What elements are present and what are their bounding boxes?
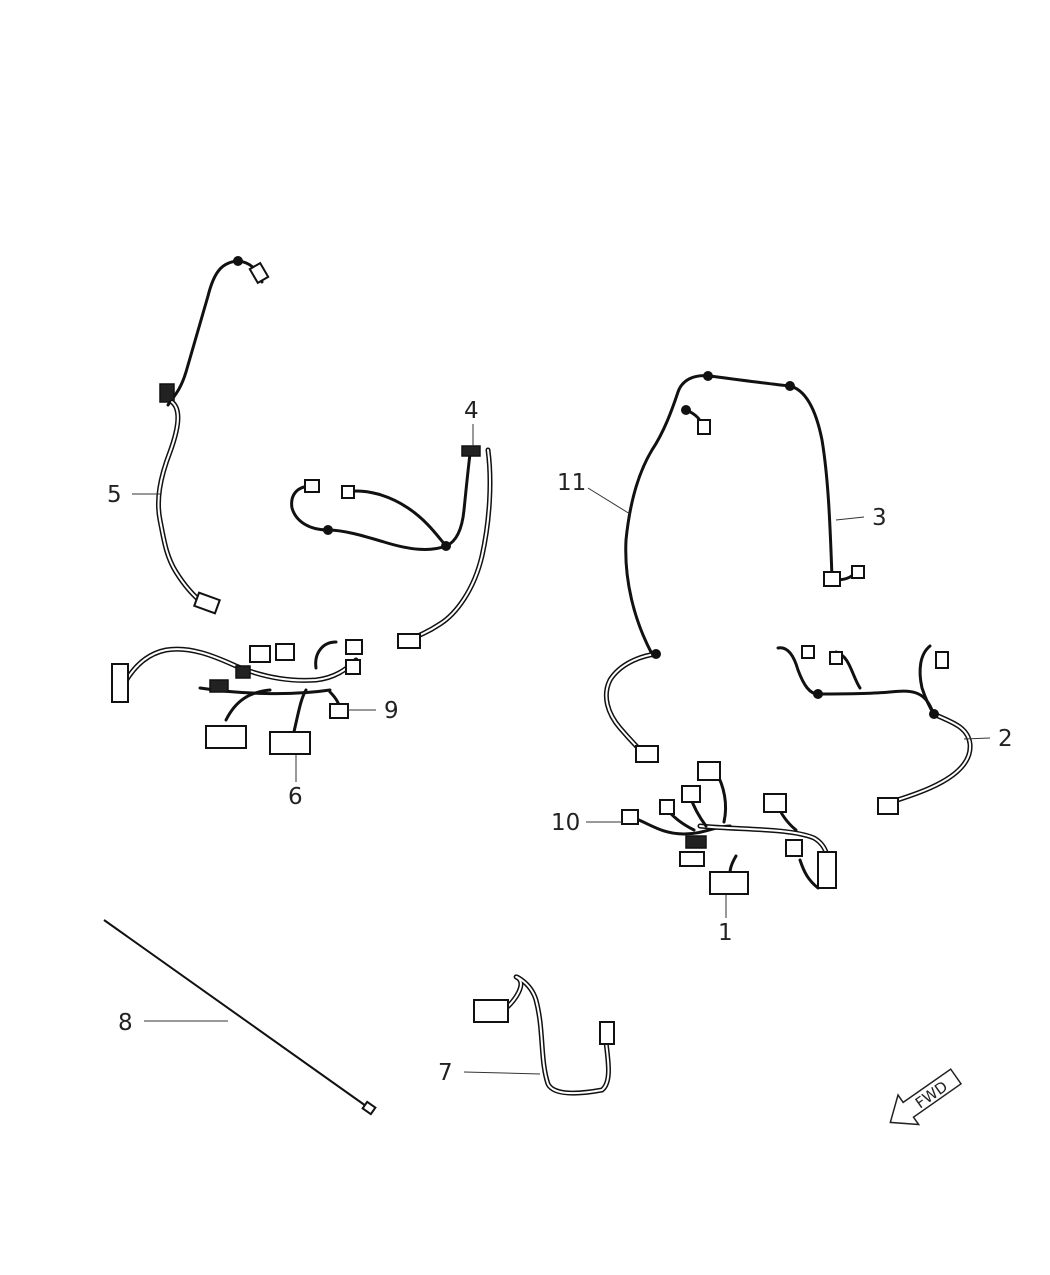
callout-6: 6 [288, 784, 303, 810]
callout-1: 1 [718, 920, 733, 946]
callout-3: 3 [872, 505, 887, 531]
callout-7: 7 [438, 1060, 453, 1086]
callout-4: 4 [464, 398, 479, 424]
harness-1 [621, 761, 837, 895]
callout-2: 2 [998, 726, 1013, 752]
harness-11-3 [603, 371, 865, 763]
leader-lines [132, 424, 991, 1075]
callout-11: 11 [557, 470, 586, 496]
harness-5 [155, 256, 270, 615]
fwd-arrow-icon: FWD [889, 1068, 963, 1126]
callout-9: 9 [384, 698, 399, 724]
callout-5: 5 [107, 482, 122, 508]
callout-10: 10 [551, 810, 580, 836]
harness-4 [290, 445, 493, 649]
harness-6 [111, 639, 363, 755]
rod-8 [103, 919, 377, 1116]
callout-8: 8 [118, 1010, 133, 1036]
harness-7 [473, 974, 615, 1096]
harness-2 [776, 644, 973, 815]
